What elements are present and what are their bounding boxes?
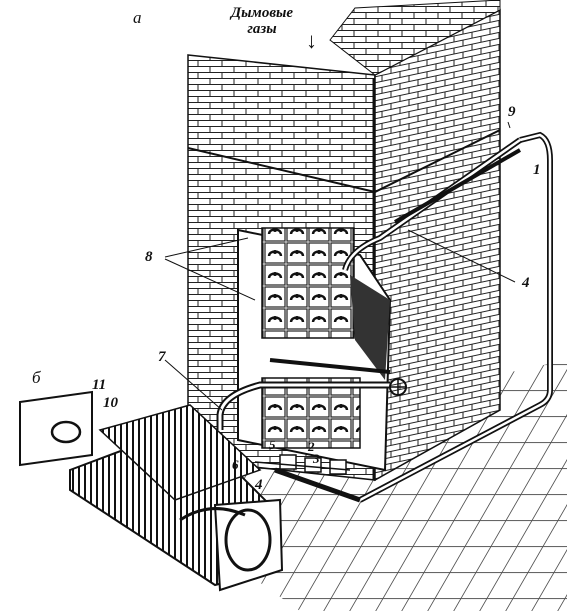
label-10: 10 <box>103 395 118 411</box>
upper-tube-bank <box>261 227 355 339</box>
label-7: 7 <box>158 349 166 365</box>
lower-tube-bank <box>261 377 361 449</box>
flue-gases-line1: Дымовые <box>230 5 294 21</box>
panel-a-label: а <box>133 8 142 27</box>
leader-lines <box>164 121 516 411</box>
label-2: 2 <box>308 439 315 454</box>
label-9: 9 <box>508 104 516 120</box>
flue-gases-line2: газы <box>247 21 277 37</box>
label-8: 8 <box>145 249 153 265</box>
cutaway-window <box>237 227 392 472</box>
label-1: 1 <box>533 162 541 178</box>
label-6: 6 <box>232 457 239 472</box>
label-5: 5 <box>269 437 276 452</box>
flue-gases-label: Дымовые газы <box>212 5 312 37</box>
label-11: 11 <box>92 377 107 393</box>
label-4-upper: 4 <box>522 275 530 291</box>
label-4-lower: 4 <box>255 477 263 493</box>
piping <box>216 131 553 503</box>
down-arrow-icon: ↓ <box>306 28 317 53</box>
label-3: 3 <box>313 451 320 466</box>
valves <box>254 454 351 475</box>
panel-b-label: б <box>32 368 41 387</box>
finned-tube-detail <box>19 390 284 592</box>
